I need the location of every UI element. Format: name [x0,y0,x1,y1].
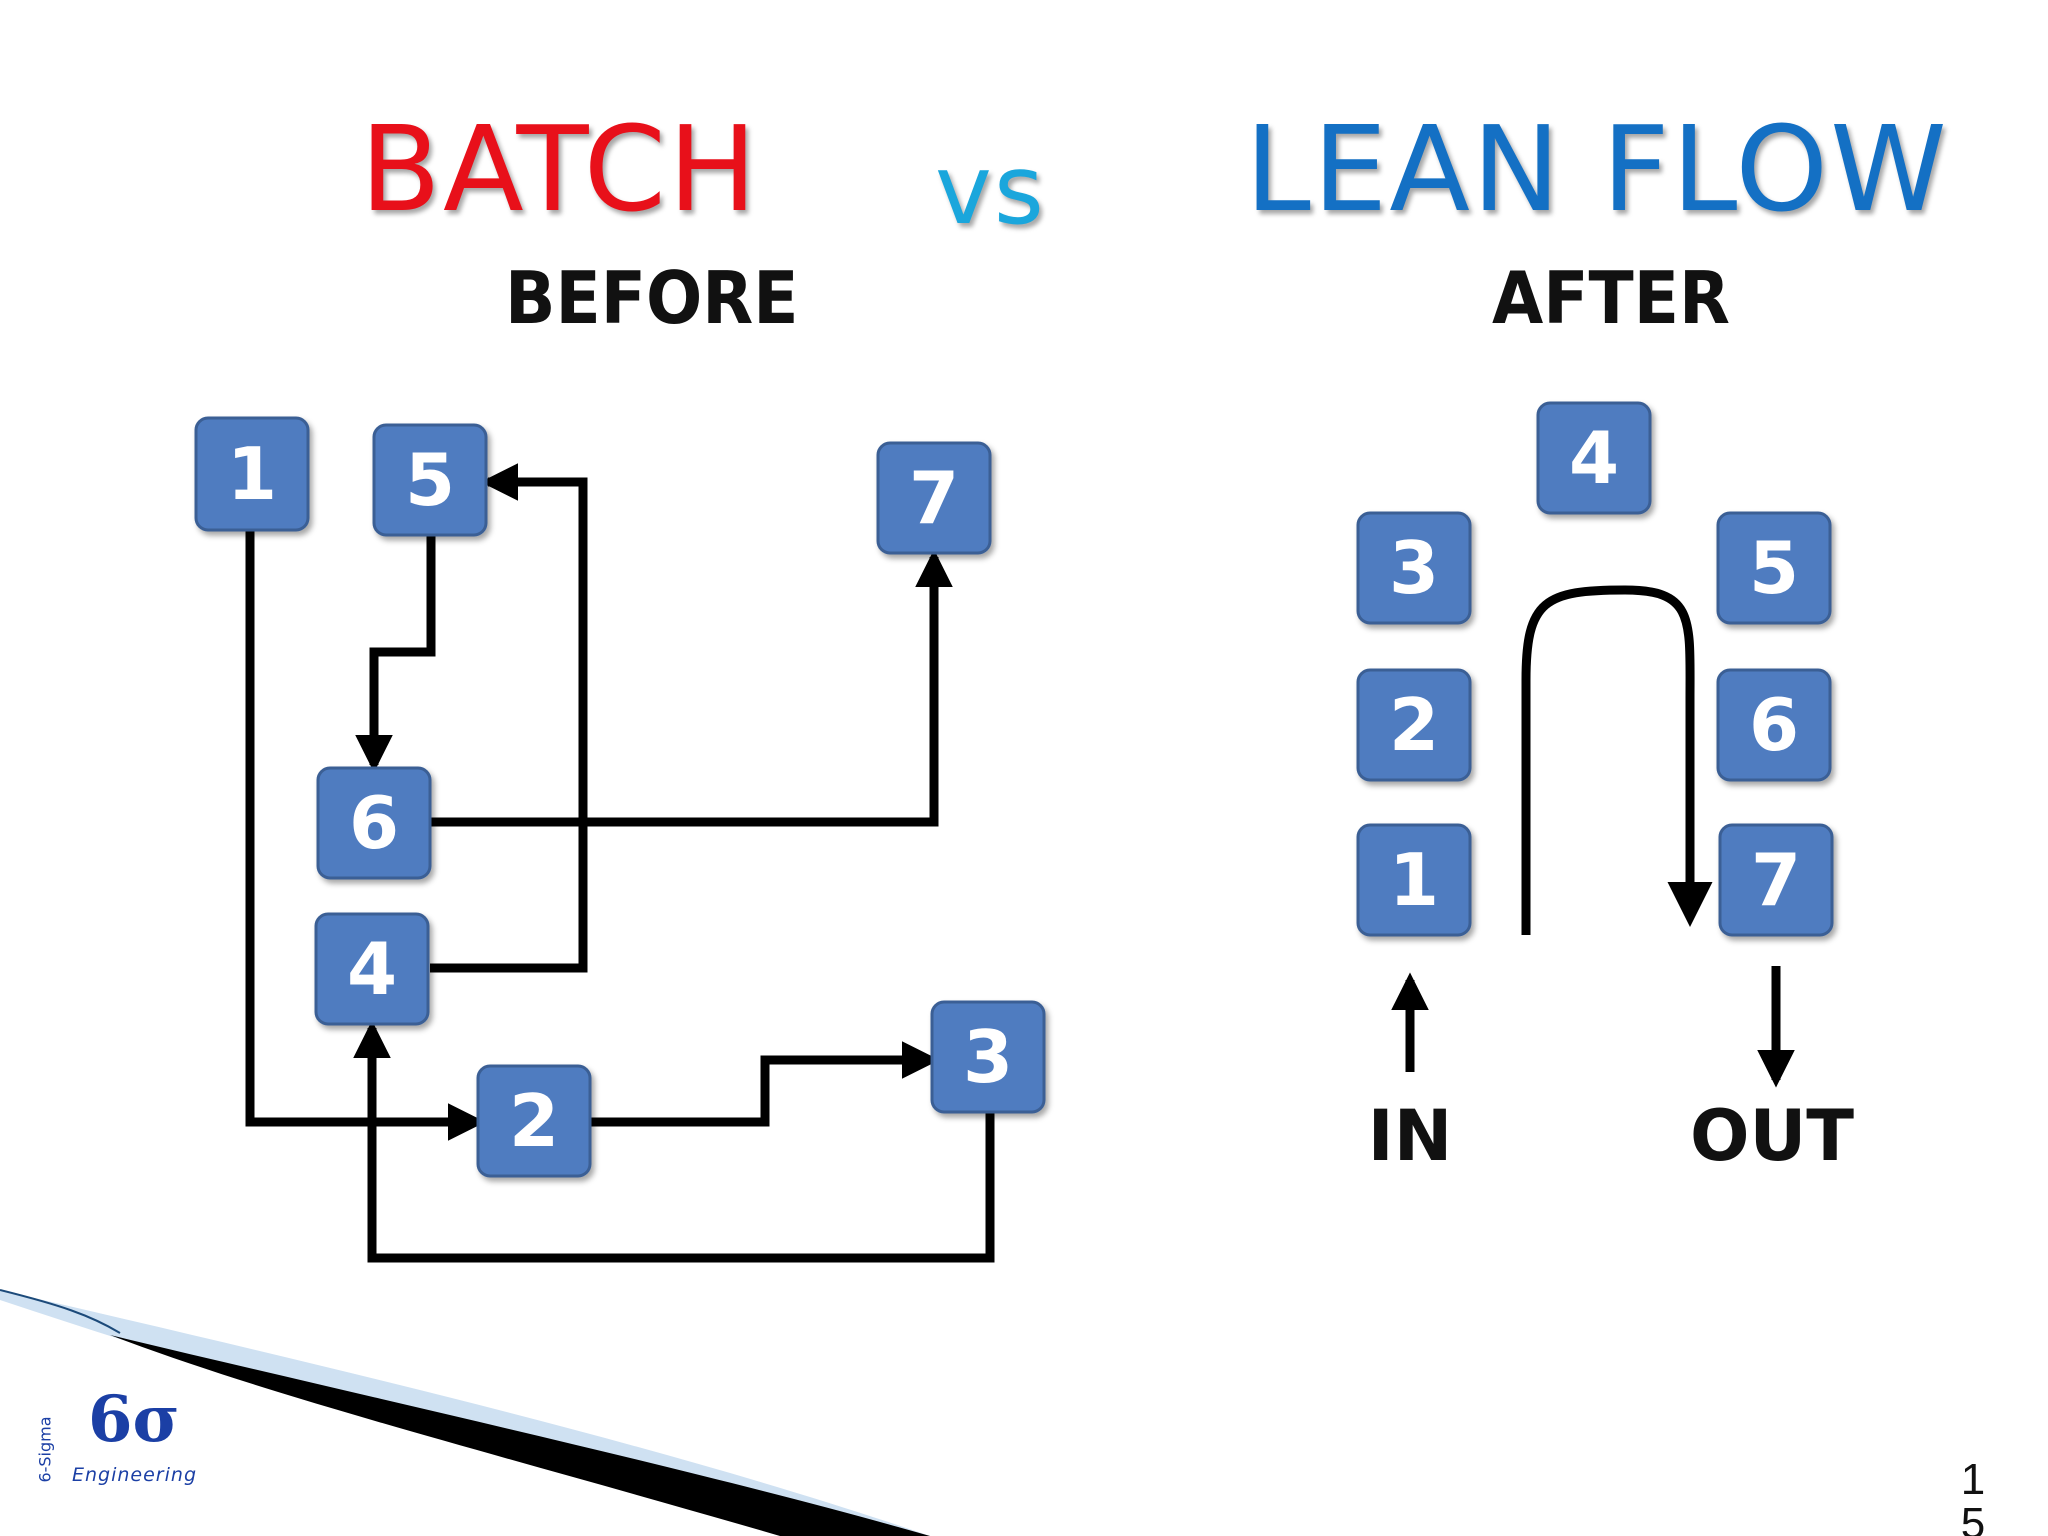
title-vs: vs [935,134,1046,246]
subtitle-after: AFTER [1492,256,1730,340]
after-box: 4 [1536,401,1652,515]
before-boxes: 1 5 7 6 4 2 3 [194,416,1046,1178]
edge-1-to-2 [245,530,486,1141]
before-box: 1 [194,416,310,532]
after-box: 1 [1356,823,1472,937]
title-batch: BATCH [360,100,759,238]
company-logo: 6-Sigma 6σ Engineering [36,1382,280,1500]
u-flow-arrow [1521,585,1713,935]
before-box: 7 [876,441,992,555]
subtitle-before: BEFORE [505,256,799,340]
box-label: 1 [227,432,277,516]
edge-5-to-6 [355,535,436,773]
before-box: 4 [314,912,430,1026]
box-label: 3 [963,1015,1013,1099]
box-label: 1 [1389,838,1439,922]
after-box: 7 [1718,823,1834,937]
before-box: 5 [372,423,488,537]
logo-text: Engineering [72,1464,197,1486]
box-label: 2 [1389,683,1439,767]
before-edges [245,463,995,1263]
box-label: 6 [1749,683,1799,767]
decorative-swoosh [0,1289,930,1536]
after-box: 2 [1356,668,1472,782]
box-label: 6 [349,781,399,865]
title-lean-flow: LEAN FLOW [1245,100,1949,238]
edge-2-to-3 [588,1041,940,1127]
before-box: 3 [930,1000,1046,1114]
logo-vertical-text: 6-Sigma [35,1416,55,1483]
logo-symbol: 6σ [88,1382,180,1457]
box-label: 3 [1389,526,1439,610]
box-label: 4 [347,927,397,1011]
box-label: 5 [405,438,455,522]
box-label: 7 [909,456,959,540]
before-box: 6 [316,766,432,880]
edge-6-to-7 [430,549,953,827]
out-label: OUT [1690,1095,1854,1177]
edge-3-to-4 [353,1020,995,1263]
in-label: IN [1368,1095,1453,1177]
page-number: 15 [1960,1458,1986,1536]
before-box: 2 [476,1064,592,1178]
box-label: 4 [1569,416,1619,500]
box-label: 2 [509,1079,559,1163]
box-label: 7 [1751,838,1801,922]
after-box: 5 [1716,511,1832,625]
after-boxes: 4 3 5 2 6 1 7 [1356,401,1834,937]
box-label: 5 [1749,526,1799,610]
after-box: 3 [1356,511,1472,625]
edge-4-to-5 [430,463,588,973]
after-box: 6 [1716,668,1832,782]
